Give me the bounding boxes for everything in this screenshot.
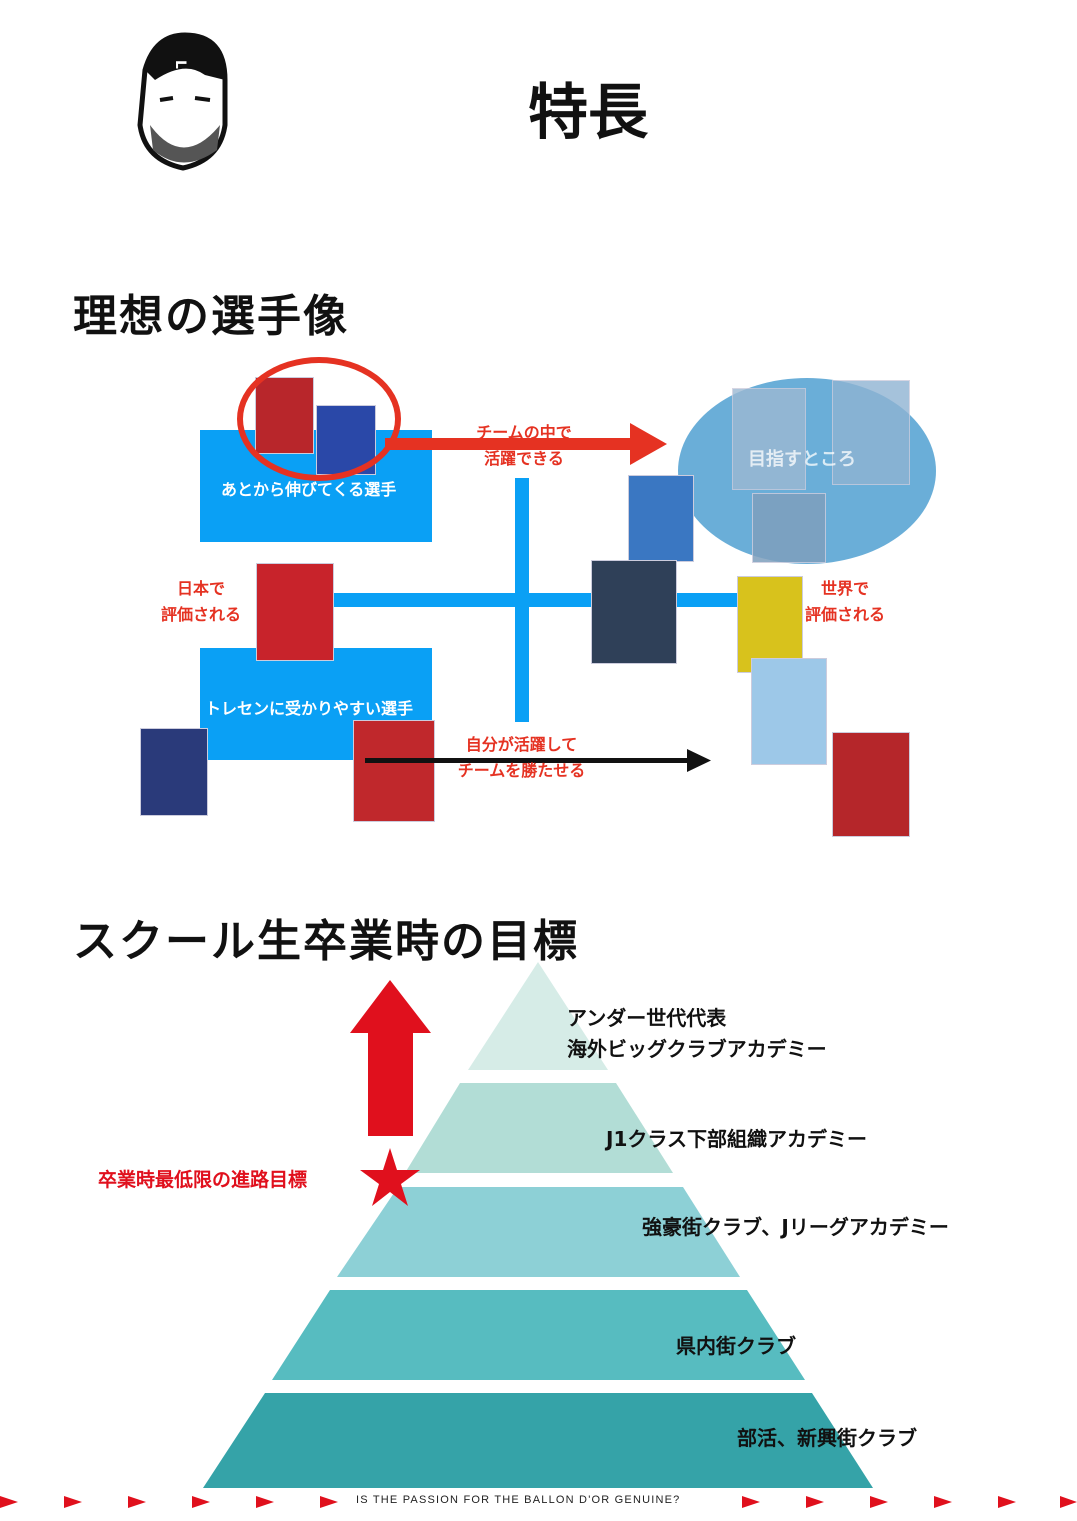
- page-title: 特長: [528, 78, 648, 148]
- player-photo: [256, 563, 334, 661]
- player-photo: [732, 388, 806, 490]
- logo-text: LEOMAR: [172, 60, 188, 126]
- arrow-bottom-label: 自分が活躍してチームを勝たせる: [449, 732, 594, 784]
- label-line: 評価される: [804, 605, 885, 624]
- player-photo: [140, 728, 208, 816]
- section-title-graduation-goal: スクール生卒業時の目標: [73, 916, 579, 967]
- footer-triangles: [0, 1496, 1077, 1508]
- section-title-ideal-player: 理想の選手像: [73, 291, 349, 342]
- label-line: 評価される: [160, 605, 241, 624]
- player-photo: [628, 475, 694, 562]
- label-line: 自分が活躍して: [465, 735, 578, 754]
- footer-tagline: IS THE PASSION FOR THE BALLON D'OR GENUI…: [356, 1494, 681, 1506]
- pyramid-level-3: [337, 1187, 740, 1277]
- player-photo: [591, 560, 677, 664]
- level-2-label: J1クラス下部組織アカデミー: [606, 1127, 867, 1151]
- pyramid-level-1: [468, 962, 608, 1070]
- level-3-label: 強豪街クラブ、Jリーグアカデミー: [642, 1215, 949, 1239]
- level-4-label: 県内街クラブ: [676, 1334, 796, 1358]
- label-line: アンダー世代代表: [567, 1006, 727, 1030]
- pyramid-level-5: [203, 1393, 873, 1488]
- goal-label: 目指すところ: [748, 449, 856, 470]
- player-photo: [751, 658, 827, 765]
- player-photo: [737, 576, 803, 673]
- arrow-right-red: [385, 423, 667, 465]
- leomar-logo: LEOMAR: [137, 32, 228, 171]
- player-photo: [832, 380, 910, 485]
- player-photo: [752, 493, 826, 563]
- pyramid-level-2: [405, 1083, 673, 1173]
- label-line: チームの中で: [476, 423, 572, 442]
- world-label: 世界で評価される: [800, 576, 890, 628]
- box-tracen-label: トレセンに受かりやすい選手: [205, 699, 414, 718]
- player-photo: [353, 720, 435, 822]
- level-5-label: 部活、新興街クラブ: [737, 1426, 917, 1450]
- label-line: 活躍できる: [484, 449, 564, 468]
- label-line: チームを勝たせる: [457, 761, 586, 780]
- label-line: 世界で: [820, 579, 869, 598]
- highlight-circle: [237, 357, 401, 481]
- pyramid-level-4: [272, 1290, 805, 1380]
- level-1-label: アンダー世代代表海外ビッグクラブアカデミー: [567, 1003, 827, 1065]
- japan-label: 日本で評価される: [155, 576, 247, 628]
- label-line: 海外ビッグクラブアカデミー: [567, 1037, 827, 1061]
- footer: IS THE PASSION FOR THE BALLON D'OR GENUI…: [0, 1494, 1077, 1510]
- label-line: 日本で: [176, 579, 225, 598]
- arrow-right-black: [365, 749, 711, 772]
- up-arrow-icon: [350, 980, 431, 1136]
- min-goal-label: 卒業時最低限の進路目標: [98, 1169, 308, 1191]
- player-photo: [832, 732, 910, 837]
- box-late-bloomer-label: あとから伸びてくる選手: [221, 480, 397, 499]
- star-icon: [360, 1148, 420, 1206]
- arrow-top-label: チームの中で活躍できる: [469, 420, 579, 472]
